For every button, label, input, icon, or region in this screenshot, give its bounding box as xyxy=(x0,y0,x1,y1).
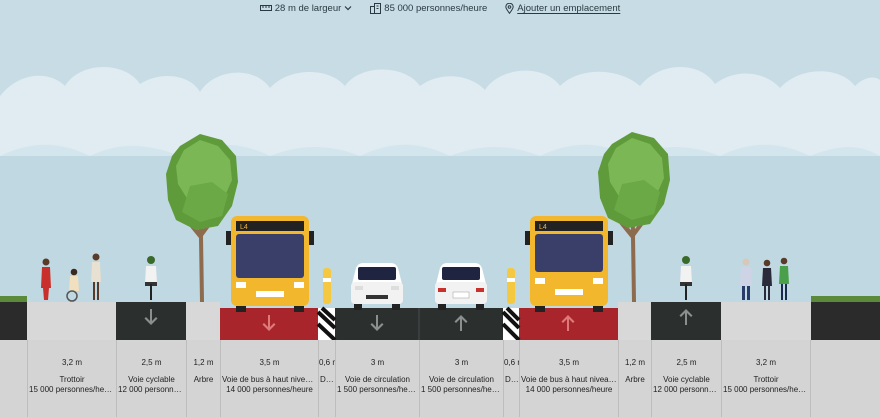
bus-route-label: L4 xyxy=(539,224,547,231)
segment-width: 3,2 m xyxy=(61,358,82,367)
segment-capacity: 1 500 personnes/heure xyxy=(421,385,503,394)
tree-left-surface xyxy=(186,302,220,340)
segment-divider-right[interactable]: 0,6 m Divider xyxy=(503,340,519,417)
segment-width: 0,6 m xyxy=(504,358,519,367)
divider-left-hatch xyxy=(316,306,337,340)
segment-width: 1,2 m xyxy=(624,358,645,367)
segment-width: 3,5 m xyxy=(259,358,280,367)
segment-bike-lane-left[interactable]: 2,5 m Voie cyclable 12 000 personnes/heu… xyxy=(116,340,186,417)
bus-left: L4 xyxy=(226,216,314,312)
segment-capacity: 15 000 personnes/heure xyxy=(723,385,810,394)
segment-capacity: 15 000 personnes/heure xyxy=(29,385,116,394)
segment-tree-left[interactable]: 1,2 m Arbre xyxy=(186,340,220,417)
add-location-link[interactable]: Ajouter un emplacement xyxy=(505,2,621,14)
segment-width: 3,2 m xyxy=(755,358,776,367)
capacity-indicator: 85 000 personnes/heure xyxy=(370,2,488,14)
segment-capacity: 12 000 personnes/heure xyxy=(653,385,721,394)
segment-width: 3 m xyxy=(454,358,469,367)
car-right xyxy=(435,263,487,310)
curb-left xyxy=(0,300,27,340)
sidewalk-left-surface xyxy=(27,302,116,340)
cyclist-left xyxy=(145,256,157,300)
segment-name: Trottoir xyxy=(753,375,779,384)
bollard-right xyxy=(507,268,515,304)
segment-bus-lane-left[interactable]: 3,5 m Voie de bus à haut niveau de servi… xyxy=(220,340,318,417)
segment-labels: 3,2 m Trottoir 15 000 personnes/heure 2,… xyxy=(0,340,880,417)
segment-name: Trottoir xyxy=(59,375,85,384)
segment-name: Arbre xyxy=(625,375,645,384)
tree-right-surface xyxy=(618,302,651,340)
segment-capacity: 12 000 personnes/heure xyxy=(118,385,186,394)
bus-route-label: L4 xyxy=(240,224,248,231)
segment-drive-lane-right[interactable]: 3 m Voie de circulation 1 500 personnes/… xyxy=(419,340,503,417)
bollard-left xyxy=(323,268,331,304)
cyclist-right xyxy=(680,256,692,300)
buildings-icon xyxy=(370,2,382,14)
segment-name: Divider xyxy=(320,375,335,384)
segment-name: Voie de bus à haut niveau de service xyxy=(222,375,318,384)
street-toolbar: 28 m de largeur 85 000 personnes/heure A… xyxy=(0,0,880,16)
pedestrians-right xyxy=(740,257,789,300)
chevron-down-icon xyxy=(344,5,352,11)
segment-name: Voie de bus à haut niveau de service xyxy=(521,375,618,384)
segment-name: Voie de circulation xyxy=(345,375,410,384)
street-section-illustration: L4 L4 xyxy=(0,66,880,340)
segment-capacity: 14 000 personnes/heure xyxy=(525,385,613,394)
segment-name: Arbre xyxy=(193,375,214,384)
segment-width: 3,5 m xyxy=(558,358,579,367)
segment-drive-lane-left[interactable]: 3 m Voie de circulation 1 500 personnes/… xyxy=(335,340,419,417)
segment-width: 1,2 m xyxy=(193,358,214,367)
arrow-down-icon xyxy=(262,315,276,331)
segment-bike-lane-right[interactable]: 2,5 m Voie cyclable 12 000 personnes/heu… xyxy=(651,340,721,417)
tree-right xyxy=(598,132,670,302)
segment-capacity: 1 500 personnes/heure xyxy=(337,385,419,394)
divider-right-hatch xyxy=(501,306,521,340)
segment-width: 0,6 m xyxy=(319,358,335,367)
segment-name: Voie cyclable xyxy=(663,375,710,384)
arrow-down-icon xyxy=(144,309,158,325)
segment-width: 3 m xyxy=(370,358,385,367)
curb-right xyxy=(811,300,880,340)
segment-width: 2,5 m xyxy=(676,358,697,367)
segment-capacity: 14 000 personnes/heure xyxy=(226,385,313,394)
segment-sidewalk-right[interactable]: 3,2 m Trottoir 15 000 personnes/heure xyxy=(721,340,811,417)
add-location-label: Ajouter un emplacement xyxy=(517,2,621,14)
segment-sidewalk-left[interactable]: 3,2 m Trottoir 15 000 personnes/heure xyxy=(27,340,116,417)
segment-divider-left[interactable]: 0,6 m Divider xyxy=(318,340,335,417)
bus-right: L4 xyxy=(525,216,613,312)
segment-tree-right[interactable]: 1,2 m Arbre xyxy=(618,340,651,417)
capacity-label: 85 000 personnes/heure xyxy=(384,2,488,14)
sidewalk-right-surface xyxy=(721,302,811,340)
arrow-up-icon xyxy=(454,315,468,331)
arrow-up-icon xyxy=(561,315,575,331)
car-left xyxy=(351,263,403,310)
segment-name: Voie cyclable xyxy=(128,375,175,384)
ruler-icon xyxy=(259,4,272,12)
segment-name: Divider xyxy=(505,375,519,384)
lane-arrows xyxy=(144,309,693,331)
street-width-menu[interactable]: 28 m de largeur xyxy=(259,2,353,14)
pedestrians-left xyxy=(41,253,101,302)
segment-width: 2,5 m xyxy=(141,358,162,367)
tree-left xyxy=(166,134,238,302)
street-width-label: 28 m de largeur xyxy=(274,2,342,14)
segment-name: Voie de circulation xyxy=(429,375,494,384)
arrow-down-icon xyxy=(370,315,384,331)
location-pin-icon xyxy=(505,2,514,14)
segment-bus-lane-right[interactable]: 3,5 m Voie de bus à haut niveau de servi… xyxy=(519,340,618,417)
arrow-up-icon xyxy=(679,309,693,325)
